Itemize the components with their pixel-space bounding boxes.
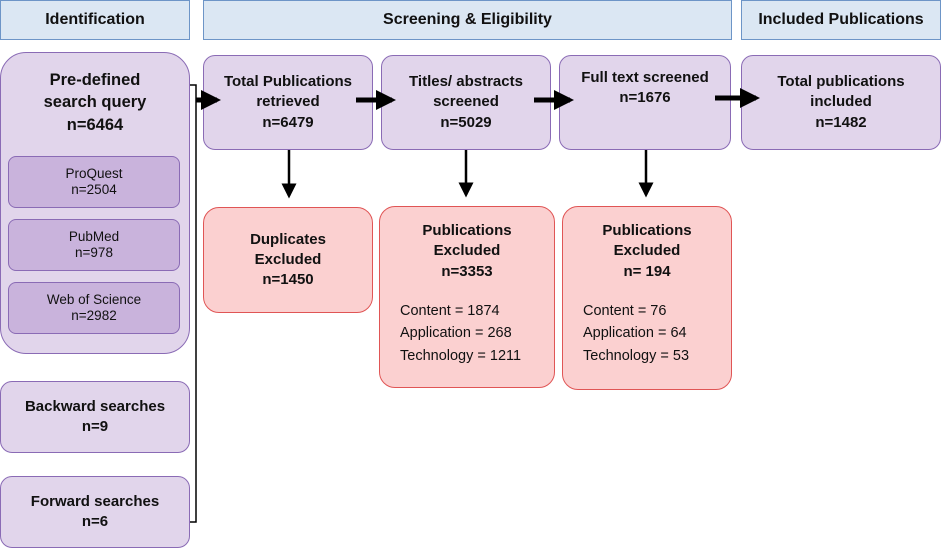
source-count: n=978 [75, 245, 113, 260]
fulltext-excluded-line1: Publications [602, 222, 692, 239]
header-identification: Identification [0, 0, 190, 40]
source-count: n=2982 [71, 308, 117, 323]
merge-bracket [190, 84, 197, 523]
titles-excluded-count: n=3353 [441, 262, 493, 280]
titles-reason-technology: Technology = 1211 [400, 347, 522, 364]
titles-reason-application: Application = 268 [400, 325, 512, 342]
full-text-box: Full text screened n=1676 [559, 55, 731, 150]
backward-searches-count: n=9 [81, 418, 109, 435]
header-included-publications: Included Publications [741, 0, 941, 40]
header-screening-eligibility: Screening & Eligibility [203, 0, 732, 40]
source-web-of-science: Web of Science n=2982 [8, 282, 180, 334]
source-count: n=2504 [71, 182, 117, 197]
search-query-line2: search query [43, 93, 147, 112]
total-retrieved-count: n=6479 [262, 113, 314, 131]
duplicates-count: n=1450 [262, 271, 314, 289]
titles-abstracts-line1: Titles/ abstracts [409, 73, 523, 91]
total-included-box: Total publications included n=1482 [741, 55, 941, 150]
total-included-count: n=1482 [815, 113, 867, 131]
titles-excluded-line2: Excluded [433, 242, 501, 260]
titles-reason-content: Content = 1874 [400, 302, 500, 319]
source-name: Web of Science [46, 292, 142, 308]
source-name: ProQuest [65, 166, 123, 182]
duplicates-line1: Duplicates [250, 230, 326, 248]
forward-searches-count: n=6 [81, 513, 109, 530]
total-retrieved-box: Total Publications retrieved n=6479 [203, 55, 373, 150]
search-query-count: n=6464 [66, 115, 124, 134]
fulltext-reason-content: Content = 76 [583, 302, 667, 319]
backward-searches-box: Backward searches n=9 [0, 381, 190, 453]
titles-excluded-box: Publications Excluded n=3353 Content = 1… [379, 206, 555, 388]
fulltext-excluded-count: n= 194 [623, 262, 671, 280]
forward-searches-label: Forward searches [30, 492, 160, 510]
search-query-line1: Pre-defined [49, 71, 141, 89]
source-name: PubMed [68, 229, 120, 245]
backward-searches-label: Backward searches [24, 397, 166, 415]
total-included-line1: Total publications [777, 73, 905, 91]
full-text-line1: Full text screened [581, 69, 709, 86]
titles-abstracts-box: Titles/ abstracts screened n=5029 [381, 55, 551, 150]
titles-abstracts-line2: screened [433, 93, 499, 111]
titles-excluded-line1: Publications [422, 222, 512, 239]
titles-abstracts-count: n=5029 [440, 113, 492, 131]
total-retrieved-line2: retrieved [256, 93, 320, 111]
fulltext-reason-technology: Technology = 53 [583, 347, 690, 364]
source-proquest: ProQuest n=2504 [8, 156, 180, 208]
total-included-line2: included [810, 93, 872, 111]
duplicates-line2: Excluded [254, 250, 322, 268]
forward-searches-box: Forward searches n=6 [0, 476, 190, 548]
total-retrieved-line1: Total Publications [223, 73, 353, 91]
fulltext-excluded-line2: Excluded [613, 242, 681, 260]
duplicates-excluded-box: Duplicates Excluded n=1450 [203, 207, 373, 313]
fulltext-reason-application: Application = 64 [583, 325, 687, 342]
fulltext-excluded-box: Publications Excluded n= 194 Content = 7… [562, 206, 732, 390]
source-pubmed: PubMed n=978 [8, 219, 180, 271]
full-text-count: n=1676 [619, 89, 671, 107]
